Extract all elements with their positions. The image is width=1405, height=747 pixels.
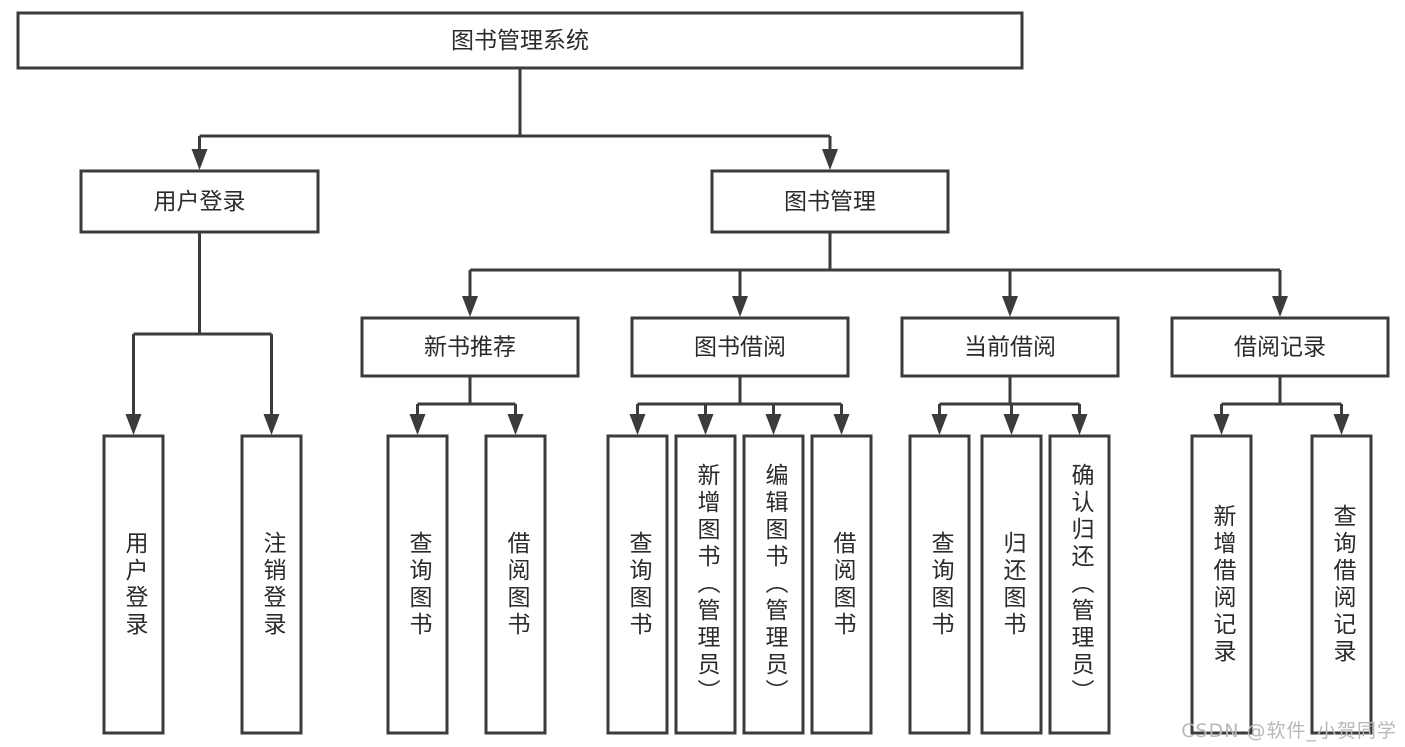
arrow-head-icon bbox=[409, 414, 426, 435]
leaf-box-leaf-borrow-book-2[interactable] bbox=[810, 434, 873, 735]
leaf-box-leaf-return-book[interactable] bbox=[980, 434, 1043, 735]
arrow-head-icon bbox=[125, 414, 142, 435]
node-label-new-book-recommend: 新书推荐 bbox=[424, 335, 516, 361]
node-box-user-login[interactable] bbox=[79, 169, 320, 234]
arrow-head-icon bbox=[1003, 414, 1020, 435]
leaf-box-leaf-add-record[interactable] bbox=[1190, 434, 1253, 735]
node-box-new-book-recommend[interactable] bbox=[360, 316, 580, 378]
connector-layer bbox=[125, 68, 1350, 435]
node-box-book-manage[interactable] bbox=[710, 169, 950, 234]
leaf-box-leaf-query-book-1[interactable] bbox=[386, 434, 449, 735]
node-box-borrow-record[interactable] bbox=[1170, 316, 1390, 378]
arrow-head-icon bbox=[191, 149, 208, 170]
arrow-head-icon bbox=[732, 296, 748, 317]
arrow-head-icon bbox=[507, 414, 524, 435]
leaf-box-leaf-query-record[interactable] bbox=[1310, 434, 1373, 735]
node-label-current-borrow: 当前借阅 bbox=[964, 335, 1056, 361]
arrow-head-icon bbox=[833, 414, 850, 435]
node-label-user-login: 用户登录 bbox=[154, 189, 246, 215]
arrow-head-icon bbox=[697, 414, 714, 435]
arrow-head-icon bbox=[1213, 414, 1230, 435]
leaf-box-leaf-query-book-2[interactable] bbox=[606, 434, 669, 735]
arrow-head-icon bbox=[931, 414, 948, 435]
arrow-head-icon bbox=[263, 414, 280, 435]
arrow-head-icon bbox=[1002, 296, 1018, 317]
box-layer bbox=[16, 11, 1390, 735]
arrow-head-icon bbox=[1272, 296, 1288, 317]
node-label-book-borrow: 图书借阅 bbox=[694, 335, 786, 361]
leaf-box-leaf-confirm-return[interactable] bbox=[1048, 434, 1111, 735]
arrow-head-icon bbox=[462, 296, 478, 317]
node-label-borrow-record: 借阅记录 bbox=[1234, 335, 1326, 361]
arrow-head-icon bbox=[1333, 414, 1350, 435]
arrow-head-icon bbox=[629, 414, 646, 435]
arrow-head-icon bbox=[822, 149, 838, 170]
leaf-box-leaf-query-book-3[interactable] bbox=[908, 434, 971, 735]
node-label-root: 图书管理系统 bbox=[451, 28, 589, 54]
node-box-current-borrow[interactable] bbox=[900, 316, 1120, 378]
arrow-head-icon bbox=[765, 414, 782, 435]
leaf-box-leaf-borrow-book-1[interactable] bbox=[484, 434, 547, 735]
node-box-root[interactable] bbox=[16, 11, 1024, 70]
arrow-head-icon bbox=[1071, 414, 1088, 435]
node-box-book-borrow[interactable] bbox=[630, 316, 850, 378]
leaf-box-leaf-add-book[interactable] bbox=[674, 434, 737, 735]
leaf-box-leaf-user-login[interactable] bbox=[102, 434, 165, 735]
leaf-box-leaf-logout[interactable] bbox=[240, 434, 303, 735]
node-label-book-manage: 图书管理 bbox=[784, 189, 876, 215]
leaf-box-leaf-edit-book[interactable] bbox=[742, 434, 805, 735]
